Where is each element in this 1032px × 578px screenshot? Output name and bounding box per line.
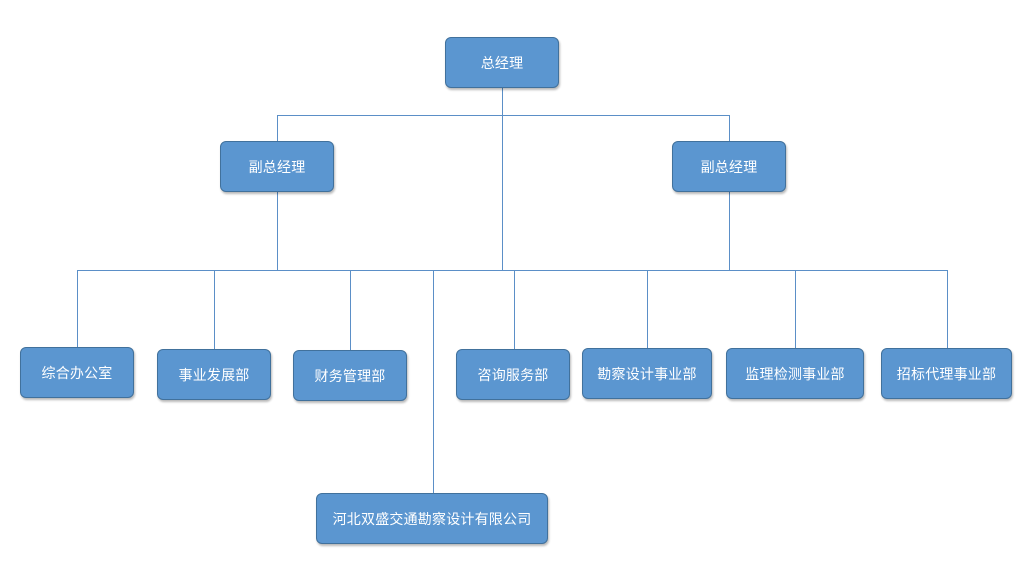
node-business-development: 事业发展部	[157, 349, 271, 400]
node-general-office: 综合办公室	[20, 347, 134, 398]
node-supervision-testing-division: 监理检测事业部	[726, 348, 864, 399]
node-survey-design-division: 勘察设计事业部	[582, 348, 712, 399]
node-tender-agency-division: 招标代理事业部	[881, 348, 1012, 399]
node-deputy-general-manager-left: 副总经理	[220, 141, 334, 192]
node-deputy-general-manager-right: 副总经理	[672, 141, 786, 192]
node-general-manager: 总经理	[445, 37, 559, 88]
node-finance-management: 财务管理部	[293, 350, 407, 401]
node-subsidiary-company: 河北双盛交通勘察设计有限公司	[316, 493, 548, 544]
node-consulting-services: 咨询服务部	[456, 349, 570, 400]
